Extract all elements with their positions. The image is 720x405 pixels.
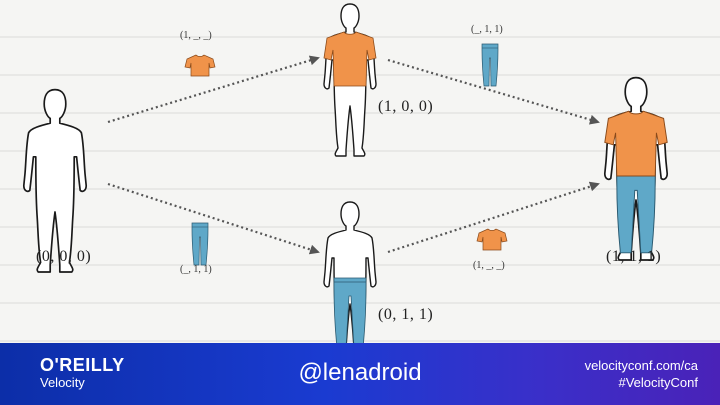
person-start: [22, 88, 88, 273]
state-label-end: (1, 1, 1): [606, 248, 662, 265]
edge-label-pants-bottom: (_, 1, 1): [180, 264, 212, 275]
person-top: [323, 3, 377, 157]
conference-info: velocityconf.com/ca #VelocityConf: [585, 357, 698, 391]
arrow-start-to-bottom: [107, 182, 320, 255]
conference-url: velocityconf.com/ca: [584, 358, 698, 373]
person-bottom: [323, 201, 377, 343]
mini-pants-icon: [481, 43, 499, 87]
mini-shirt-icon: [476, 228, 508, 251]
brand-subtitle: Velocity: [40, 375, 85, 390]
mini-pants-icon: [191, 222, 209, 266]
person-end: [603, 76, 669, 261]
speaker-handle: @lenadroid: [298, 359, 422, 386]
arrow-start-to-top: [107, 55, 320, 124]
arrow-bottom-to-end: [387, 181, 600, 254]
brand-name: O'REILLY: [40, 355, 125, 375]
edge-label-shirt-top: (1, _, _): [180, 30, 212, 41]
arrow-top-to-end: [387, 58, 600, 125]
slide-canvas: (0, 0, 0) (1, 0, 0) (0, 1, 1) (1, 1, 1) …: [0, 0, 720, 343]
edge-label-shirt-bottom: (1, _, _): [473, 260, 505, 271]
edge-label-pants-top: (_, 1, 1): [471, 24, 503, 35]
state-label-start: (0, 0, 0): [36, 248, 92, 265]
conference-hashtag: #VelocityConf: [618, 375, 699, 390]
brand-logo: O'REILLY Velocity: [40, 355, 125, 391]
mini-shirt-icon: [184, 54, 216, 77]
state-label-top: (1, 0, 0): [378, 98, 434, 115]
state-diagram: [22, 3, 669, 343]
pants-icon: [333, 277, 367, 343]
footer-bar: O'REILLY Velocity @lenadroid velocitycon…: [0, 343, 720, 405]
state-label-bottom: (0, 1, 1): [378, 306, 434, 323]
